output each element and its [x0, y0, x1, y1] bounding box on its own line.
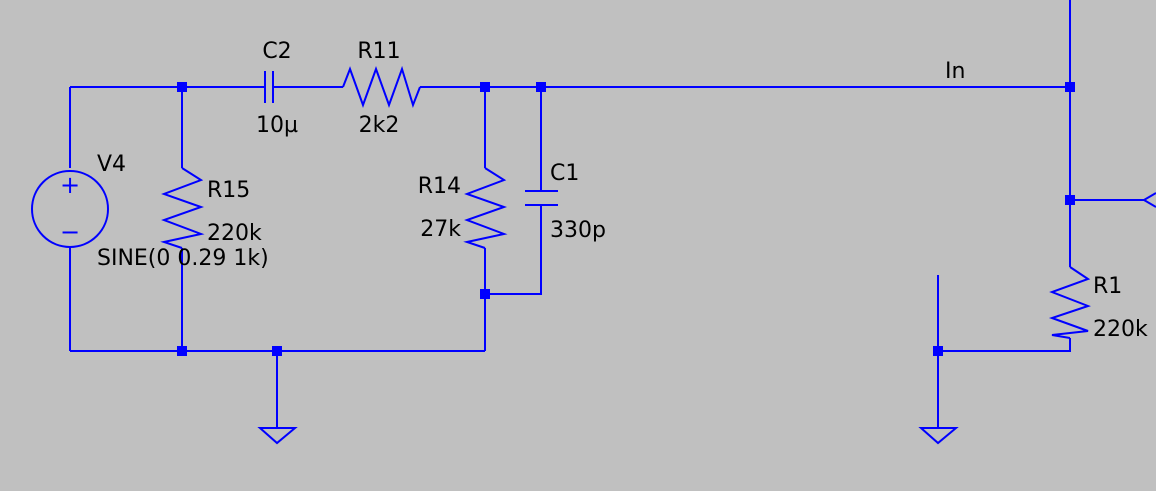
junction-dot — [177, 346, 187, 356]
v4-minus-sign: − — [60, 218, 80, 246]
net-label-in: In — [945, 59, 965, 84]
junction-dot — [272, 346, 282, 356]
junction-dot — [480, 82, 490, 92]
ground-symbol-left[interactable] — [257, 427, 298, 445]
c1-name-label: C1 — [550, 161, 579, 186]
junction-dots — [177, 82, 1075, 356]
r15-name-label: R15 — [207, 178, 250, 203]
r14-resistor-symbol[interactable] — [463, 167, 508, 249]
junction-dot — [177, 82, 187, 92]
r1-resistor-symbol[interactable] — [1048, 266, 1091, 339]
junction-dot — [536, 82, 546, 92]
c2-value-label: 10µ — [256, 113, 298, 138]
junction-dot — [1065, 82, 1075, 92]
c1-capacitor-symbol[interactable] — [525, 190, 558, 206]
r11-name-label: R11 — [357, 39, 400, 64]
wire-r1-bottom — [938, 338, 1071, 352]
junction-dot — [933, 346, 943, 356]
wire-right-branch-lower — [1143, 199, 1156, 208]
junction-dot — [1065, 195, 1075, 205]
wire-right-branch — [1070, 192, 1156, 201]
r14-name-label: R14 — [418, 174, 461, 199]
r1-name-label: R1 — [1093, 274, 1122, 299]
v4-source-symbol[interactable] — [31, 170, 109, 248]
r15-value-label: 220k — [207, 221, 262, 246]
c2-name-label: C2 — [262, 39, 291, 64]
v4-plus-sign: + — [60, 171, 80, 199]
c1-value-label: 330p — [550, 218, 606, 243]
ground-symbol-right[interactable] — [918, 427, 959, 445]
r1-value-label: 220k — [1093, 317, 1148, 342]
junction-dot — [480, 289, 490, 299]
r11-resistor-symbol[interactable] — [342, 65, 421, 109]
r15-resistor-symbol[interactable] — [160, 167, 205, 249]
wire-c1-bottom — [485, 205, 542, 295]
c2-capacitor-symbol[interactable] — [240, 71, 298, 103]
v4-name-label: V4 — [97, 152, 126, 177]
v4-value-label: SINE(0 0.29 1k) — [97, 246, 269, 271]
r14-value-label: 27k — [420, 217, 461, 242]
r11-value-label: 2k2 — [359, 113, 400, 138]
